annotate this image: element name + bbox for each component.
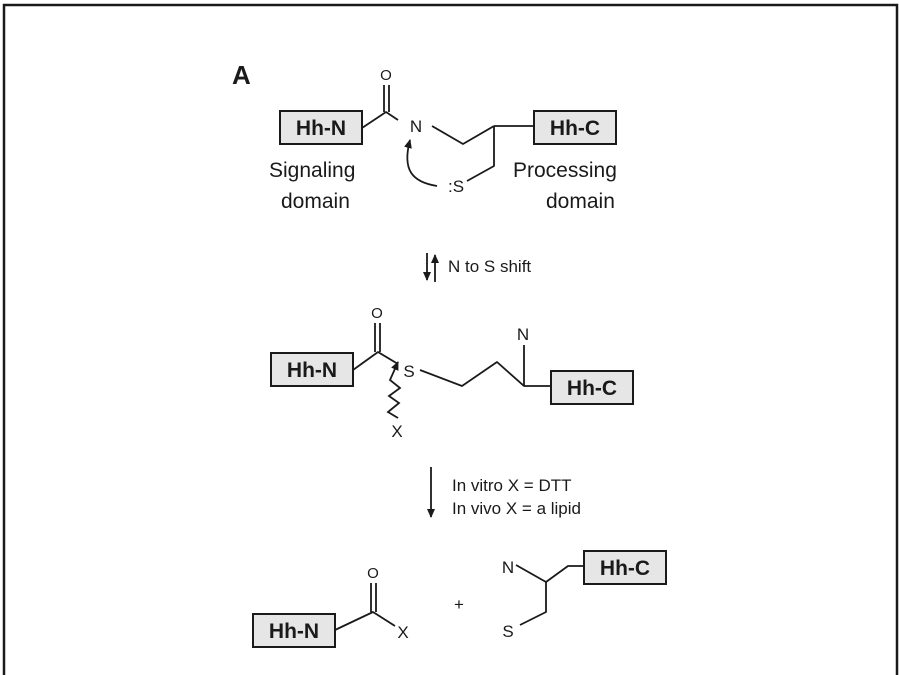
s-chain-bond <box>419 361 551 387</box>
in-vitro-label: In vitro X = DTT <box>452 476 572 495</box>
product-hh-c: Hh-C N S <box>502 550 667 641</box>
processing-caption-1: Processing <box>513 159 617 182</box>
hh-n-box-1 <box>279 110 363 145</box>
atom-s-2: S <box>403 362 414 381</box>
acyl-bond <box>334 611 396 631</box>
atom-x-3: X <box>397 623 408 642</box>
plus-sign: + <box>454 595 464 614</box>
hh-n-label-2: Hh-N <box>287 359 337 382</box>
attack-arrow <box>404 139 438 187</box>
hh-c-box-2 <box>550 370 634 405</box>
atom-n-2: N <box>517 325 529 344</box>
atom-s-3: S <box>502 622 513 641</box>
processing-caption-2: domain <box>546 190 615 213</box>
atom-n-1: N <box>410 117 422 136</box>
structure-amide: Hh-N Hh-C O N :S Signaling domain Proces… <box>269 67 617 213</box>
hh-n-label-1: Hh-N <box>296 117 346 140</box>
hh-c-side-chain-bond <box>519 582 547 626</box>
atom-n-3: N <box>502 558 514 577</box>
in-vivo-label: In vivo X = a lipid <box>452 499 581 518</box>
atom-o-2: O <box>371 305 383 322</box>
atom-s-1: :S <box>448 177 464 196</box>
hh-c-label-1: Hh-C <box>550 117 600 140</box>
equilibrium-arrows <box>423 253 439 282</box>
hh-n-box-3 <box>252 613 336 648</box>
hh-n-label-3: Hh-N <box>269 620 319 643</box>
panel-label: A <box>232 60 251 90</box>
nucleophile-attack-squiggle <box>386 361 402 419</box>
hh-c-label-3: Hh-C <box>600 557 650 580</box>
figure-border <box>2 3 899 675</box>
amide-backbone-bond <box>361 111 399 129</box>
structure-thioester: Hh-N Hh-C O S N X <box>270 305 634 441</box>
hh-c-box-3 <box>583 550 667 585</box>
signaling-caption-2: domain <box>281 190 350 213</box>
atom-o-1: O <box>380 67 392 84</box>
atom-o-3: O <box>367 565 379 582</box>
hh-c-box-1 <box>533 110 617 145</box>
product-acyl-hh-n: Hh-N O X <box>252 565 409 648</box>
hh-c-backbone-bond <box>515 564 584 583</box>
n-to-s-shift-label: N to S shift <box>448 257 531 276</box>
atom-x-2: X <box>391 422 402 441</box>
cys-side-chain-bond <box>466 126 495 182</box>
thioester-bond <box>352 351 399 371</box>
signaling-caption-1: Signaling <box>269 159 355 182</box>
hh-c-label-2: Hh-C <box>567 377 617 400</box>
amide-alpha-bond <box>431 125 495 145</box>
